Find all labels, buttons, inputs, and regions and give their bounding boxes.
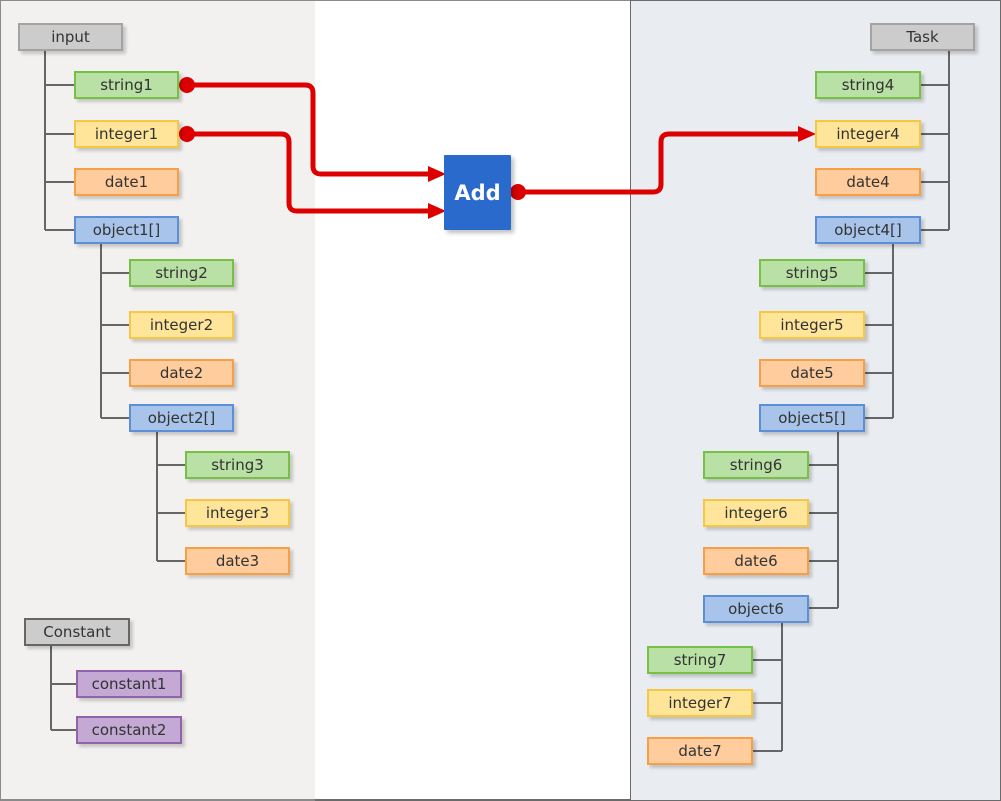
constant-node-constant2[interactable]: constant2 <box>76 716 182 744</box>
source-node-string1[interactable]: string1 <box>74 71 179 99</box>
target-node-date7[interactable]: date7 <box>647 737 753 765</box>
target-node-object5[interactable]: object5[] <box>759 404 865 432</box>
source-node-integer1[interactable]: integer1 <box>74 120 179 148</box>
source-node-string3[interactable]: string3 <box>185 451 290 479</box>
source-node-object1[interactable]: object1[] <box>74 216 179 244</box>
source-node-date3[interactable]: date3 <box>185 547 290 575</box>
source-node-integer3[interactable]: integer3 <box>185 499 290 527</box>
target-node-string4[interactable]: string4 <box>815 71 921 99</box>
source-node-integer2[interactable]: integer2 <box>129 311 234 339</box>
source-node-object2[interactable]: object2[] <box>129 404 234 432</box>
constant-node-constant1[interactable]: constant1 <box>76 670 182 698</box>
target-node-date6[interactable]: date6 <box>703 547 809 575</box>
target-node-integer4[interactable]: integer4 <box>815 120 921 148</box>
target-node-string7[interactable]: string7 <box>647 646 753 674</box>
mapping-canvas <box>315 0 631 801</box>
target-node-object4[interactable]: object4[] <box>815 216 921 244</box>
target-node-object6[interactable]: object6 <box>703 595 809 623</box>
add-function-block[interactable]: Add <box>444 155 511 230</box>
target-node-date5[interactable]: date5 <box>759 359 865 387</box>
target-node-integer5[interactable]: integer5 <box>759 311 865 339</box>
target-node-string5[interactable]: string5 <box>759 259 865 287</box>
source-node-date2[interactable]: date2 <box>129 359 234 387</box>
source-node-date1[interactable]: date1 <box>74 168 179 196</box>
target-node-integer7[interactable]: integer7 <box>647 689 753 717</box>
source-root-input[interactable]: input <box>18 23 123 51</box>
constant-root[interactable]: Constant <box>24 618 130 646</box>
target-root-task[interactable]: Task <box>870 23 975 51</box>
target-node-string6[interactable]: string6 <box>703 451 809 479</box>
source-node-string2[interactable]: string2 <box>129 259 234 287</box>
add-function-label: Add <box>454 180 501 205</box>
target-node-integer6[interactable]: integer6 <box>703 499 809 527</box>
target-node-date4[interactable]: date4 <box>815 168 921 196</box>
